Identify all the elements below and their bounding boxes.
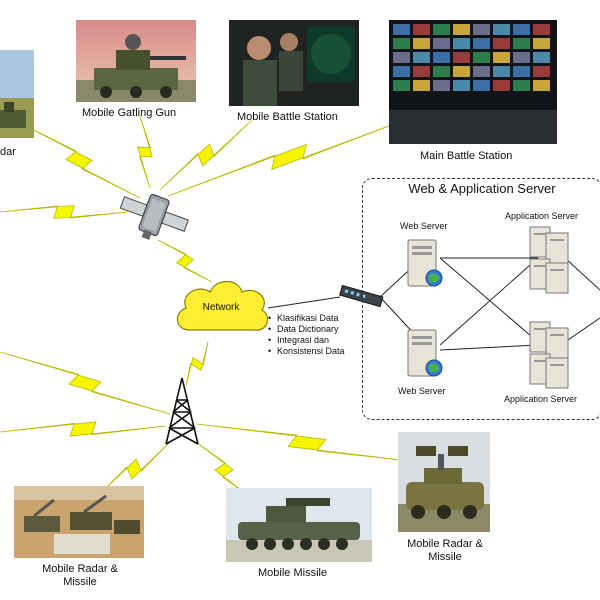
video-wall-screen — [453, 24, 470, 35]
video-wall-screen — [433, 24, 450, 35]
video-wall-screen — [473, 80, 490, 91]
video-wall-screen — [433, 80, 450, 91]
mobile-missile-label: Mobile Missile — [258, 567, 328, 579]
video-wall-screen — [473, 38, 490, 49]
data-note-item: Data Dictionary — [268, 324, 345, 335]
bolt-satellite-to-network — [157, 239, 213, 283]
mobile-missile-photo — [226, 488, 372, 562]
network-cloud — [176, 280, 269, 331]
server-connections — [267, 257, 600, 351]
network-label: Network — [202, 302, 240, 313]
video-wall-screen — [453, 38, 470, 49]
video-wall-screen — [393, 52, 410, 63]
video-wall-screen — [513, 38, 530, 49]
video-wall-screen — [453, 52, 470, 63]
radio-tower-icon — [165, 377, 199, 445]
battle-station-label: Mobile Battle Station — [237, 111, 338, 123]
video-wall-screen — [513, 24, 530, 35]
video-wall-screen — [513, 66, 530, 77]
video-wall-screen — [413, 80, 430, 91]
main-battle-station-photo — [389, 20, 557, 144]
video-wall-screen — [533, 38, 550, 49]
satellite-icon — [119, 194, 189, 240]
bolt-main-to-satellite — [167, 117, 411, 197]
video-wall-screen — [413, 66, 430, 77]
video-wall-screen — [493, 66, 510, 77]
video-wall-screen — [473, 52, 490, 63]
radar-missile-right-photo — [398, 432, 490, 532]
app-top-exit-line — [564, 257, 600, 291]
app-server-top-icon — [529, 226, 569, 294]
video-wall-screen — [413, 52, 430, 63]
app-server-top-label: Application Server — [505, 211, 579, 221]
video-wall-screen — [513, 52, 530, 63]
video-wall-screen — [493, 24, 510, 35]
server-group-box: Web & Application Server — [362, 178, 600, 420]
video-wall-screen — [453, 66, 470, 77]
radar-photo-left — [0, 50, 34, 138]
radar-missile-right-label: Mobile Radar & Missile — [407, 538, 483, 563]
video-wall-screen — [533, 24, 550, 35]
video-wall-screen — [533, 80, 550, 91]
web-bottom-to-app-bottom-line — [439, 344, 539, 351]
bolt-network-to-tower — [185, 341, 209, 387]
bolt-radar-to-satellite — [17, 121, 141, 199]
video-wall-screen — [393, 24, 410, 35]
video-wall-screen — [433, 66, 450, 77]
gatling-gun-label: Mobile Gatling Gun — [82, 107, 177, 119]
video-wall-screen — [493, 52, 510, 63]
video-wall-screen — [533, 52, 550, 63]
bolt-edge-to-tower — [0, 351, 171, 415]
app-server-bottom-icon — [529, 321, 569, 389]
video-wall-screen — [393, 80, 410, 91]
radar-missile-left-photo — [14, 486, 144, 558]
video-wall-screen — [513, 80, 530, 91]
app-bottom-exit-line — [564, 317, 600, 343]
bolt-gatling-to-satellite — [137, 115, 153, 189]
video-wall-screen — [393, 66, 410, 77]
video-wall-screen — [393, 38, 410, 49]
video-wall-screen — [493, 38, 510, 49]
video-wall-screen — [453, 80, 470, 91]
video-wall-screen — [433, 52, 450, 63]
video-wall-screen — [413, 24, 430, 35]
gatling-gun-photo — [76, 20, 196, 102]
video-wall-screen — [413, 38, 430, 49]
data-note-item: Konsistensi Data — [268, 346, 345, 357]
video-wall-screen — [493, 80, 510, 91]
web-bottom-to-app-top-line — [439, 257, 539, 346]
web-server-top-label: Web Server — [400, 221, 448, 231]
console-desk — [389, 110, 557, 144]
data-note-item: Integrasi dan — [268, 335, 345, 346]
radar-left-label: dar — [0, 146, 16, 158]
app-server-bottom-label: Application Server — [504, 394, 578, 404]
bolt-edge2-to-tower — [0, 421, 167, 437]
web-server-top-icon — [407, 239, 443, 287]
bolt-tower-to-right — [195, 423, 419, 463]
web-server-bottom-label: Web Server — [398, 386, 446, 396]
server-group-title: Web & Application Server — [408, 181, 556, 196]
web-top-to-app-bottom-line — [439, 257, 539, 343]
bolt-edge-to-satellite — [0, 204, 129, 220]
web-server-bottom-icon — [407, 329, 443, 377]
video-wall-screen — [433, 38, 450, 49]
data-notes-list: Klasifikasi Data Data Dictionary Integra… — [268, 313, 345, 357]
network-to-switch-line — [267, 296, 341, 309]
main-battle-station-label: Main Battle Station — [420, 150, 513, 162]
radar-missile-left-label: Mobile Radar & Missile — [42, 563, 118, 588]
video-wall-screen — [473, 66, 490, 77]
battle-station-photo — [229, 20, 359, 106]
video-wall-screen — [473, 24, 490, 35]
bolt-station-to-satellite — [159, 119, 253, 191]
data-note-item: Klasifikasi Data — [268, 313, 345, 324]
video-wall-screen — [533, 66, 550, 77]
